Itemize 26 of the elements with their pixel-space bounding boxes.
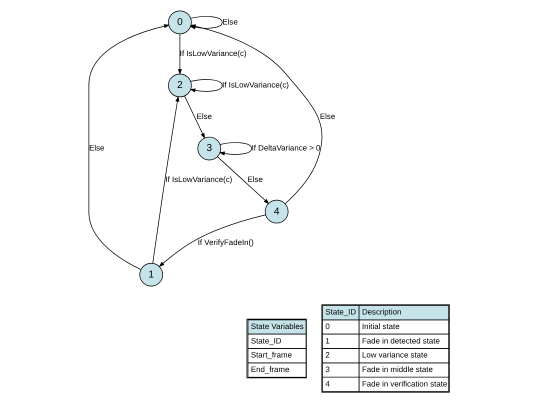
edge-label: Else	[222, 17, 238, 26]
label: Low variance state	[361, 350, 428, 360]
edge-label: If IsLowVariance(c)	[222, 80, 288, 90]
label: 2	[324, 350, 330, 360]
label: State_ID	[250, 336, 282, 346]
label: End_frame	[250, 365, 289, 374]
edge-label: If DeltaVariance > 0	[251, 144, 320, 153]
label: Fade in middle state	[361, 365, 432, 374]
label: Description	[361, 308, 401, 317]
label: 0	[324, 322, 330, 332]
edge-label: If IsLowVariance(c)	[164, 175, 232, 184]
label: State_ID	[324, 308, 356, 317]
edge-label: Else	[88, 144, 104, 153]
label: State Variables	[250, 322, 304, 332]
label: Initial state	[361, 322, 400, 332]
label: 1	[324, 336, 330, 346]
label: Fade in verification state	[361, 379, 447, 388]
label: 3	[324, 365, 330, 374]
label: Start_frame	[250, 350, 292, 360]
edge-label: Else	[319, 112, 335, 121]
edge-label: Else	[196, 112, 212, 121]
label: Fade in detected state	[361, 336, 440, 346]
edge-label: If IsLowVariance(c)	[179, 48, 246, 58]
edge-label: Else	[246, 175, 262, 184]
label: 4	[324, 379, 330, 388]
edge-label: If VerifyFadeIn()	[197, 238, 254, 248]
